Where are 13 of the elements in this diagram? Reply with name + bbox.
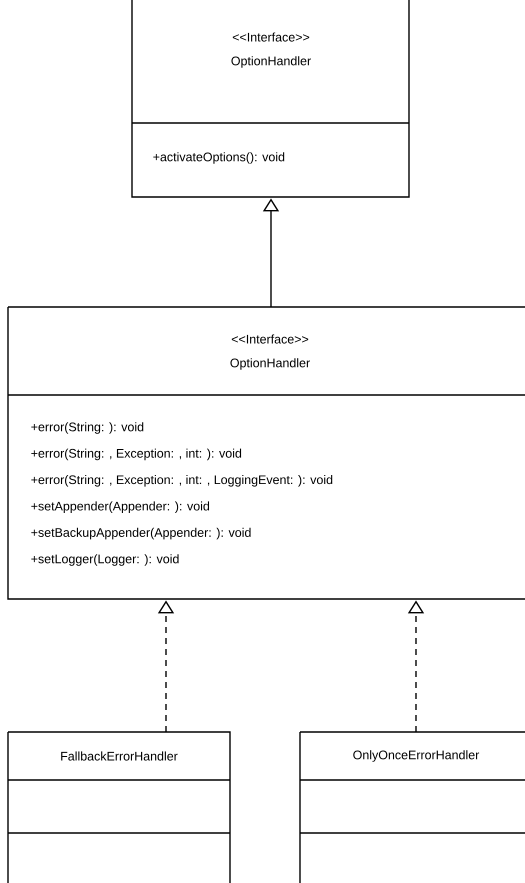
class-name: OnlyOnceErrorHandler: [353, 750, 480, 762]
method-label: +setLogger(Logger: ): void: [31, 554, 179, 566]
stereotype-label: <<Interface>>: [232, 32, 310, 42]
method-label: +error(String: ): void: [31, 422, 144, 434]
class-name: OptionHandler: [230, 358, 310, 370]
method-label: +activateOptions(): void: [153, 152, 284, 164]
method-label: +error(String: , Exception: , int: , LoggingEvent: ): void: [31, 475, 332, 487]
class-name: OptionHandler: [231, 56, 311, 68]
method-label: +setAppender(Appender: ): void: [31, 501, 210, 513]
stereotype-label: <<Interface>>: [232, 334, 308, 344]
method-label: +setBackupAppender(Appender: ): void: [31, 528, 251, 540]
class-name: FallbackErrorHandler: [61, 751, 178, 761]
method-label: +error(String: , Exception: , int: ): void: [31, 448, 242, 460]
